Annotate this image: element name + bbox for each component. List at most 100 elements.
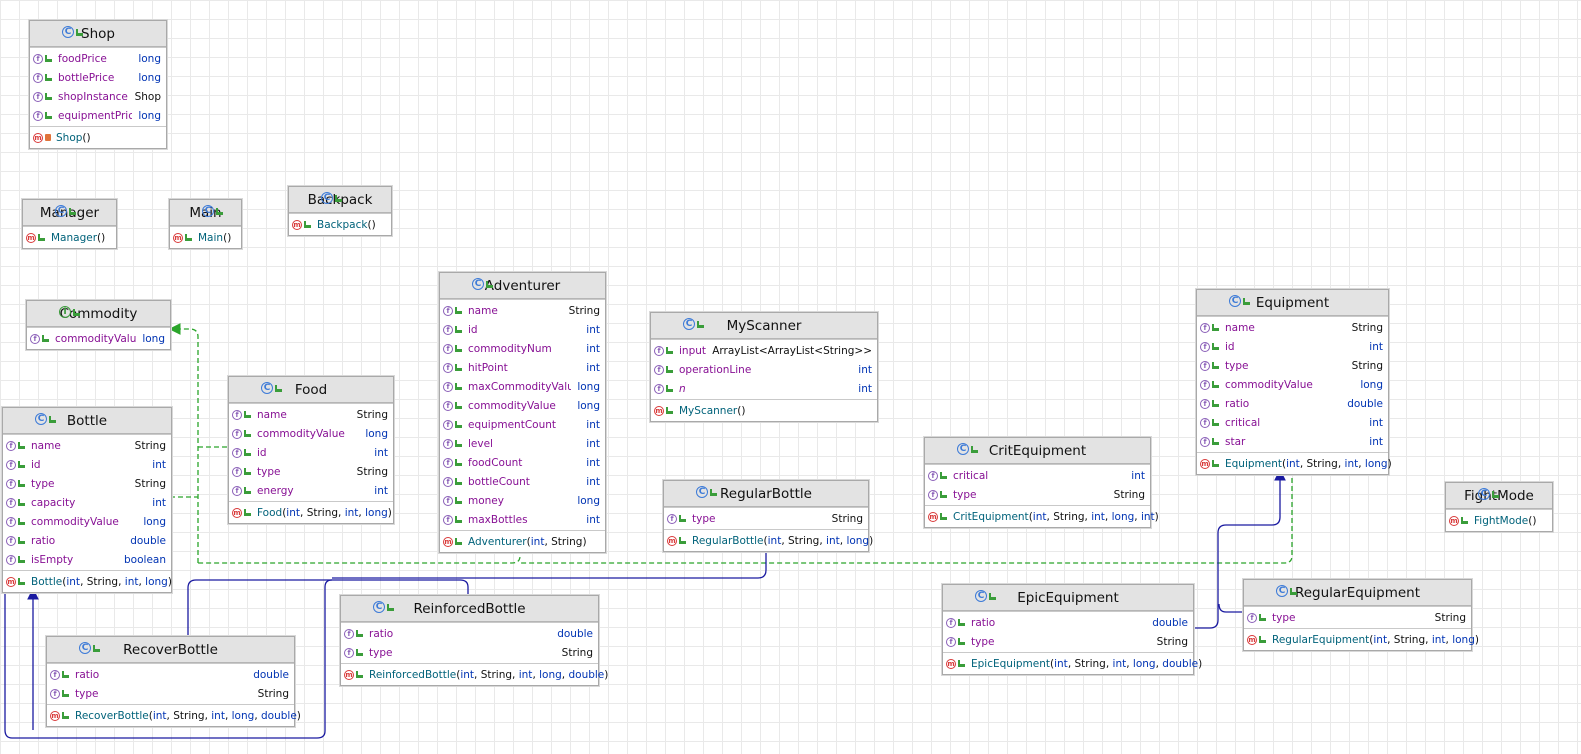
field-row[interactable]: finputInfoArrayList<ArrayList<String>>	[651, 341, 877, 360]
